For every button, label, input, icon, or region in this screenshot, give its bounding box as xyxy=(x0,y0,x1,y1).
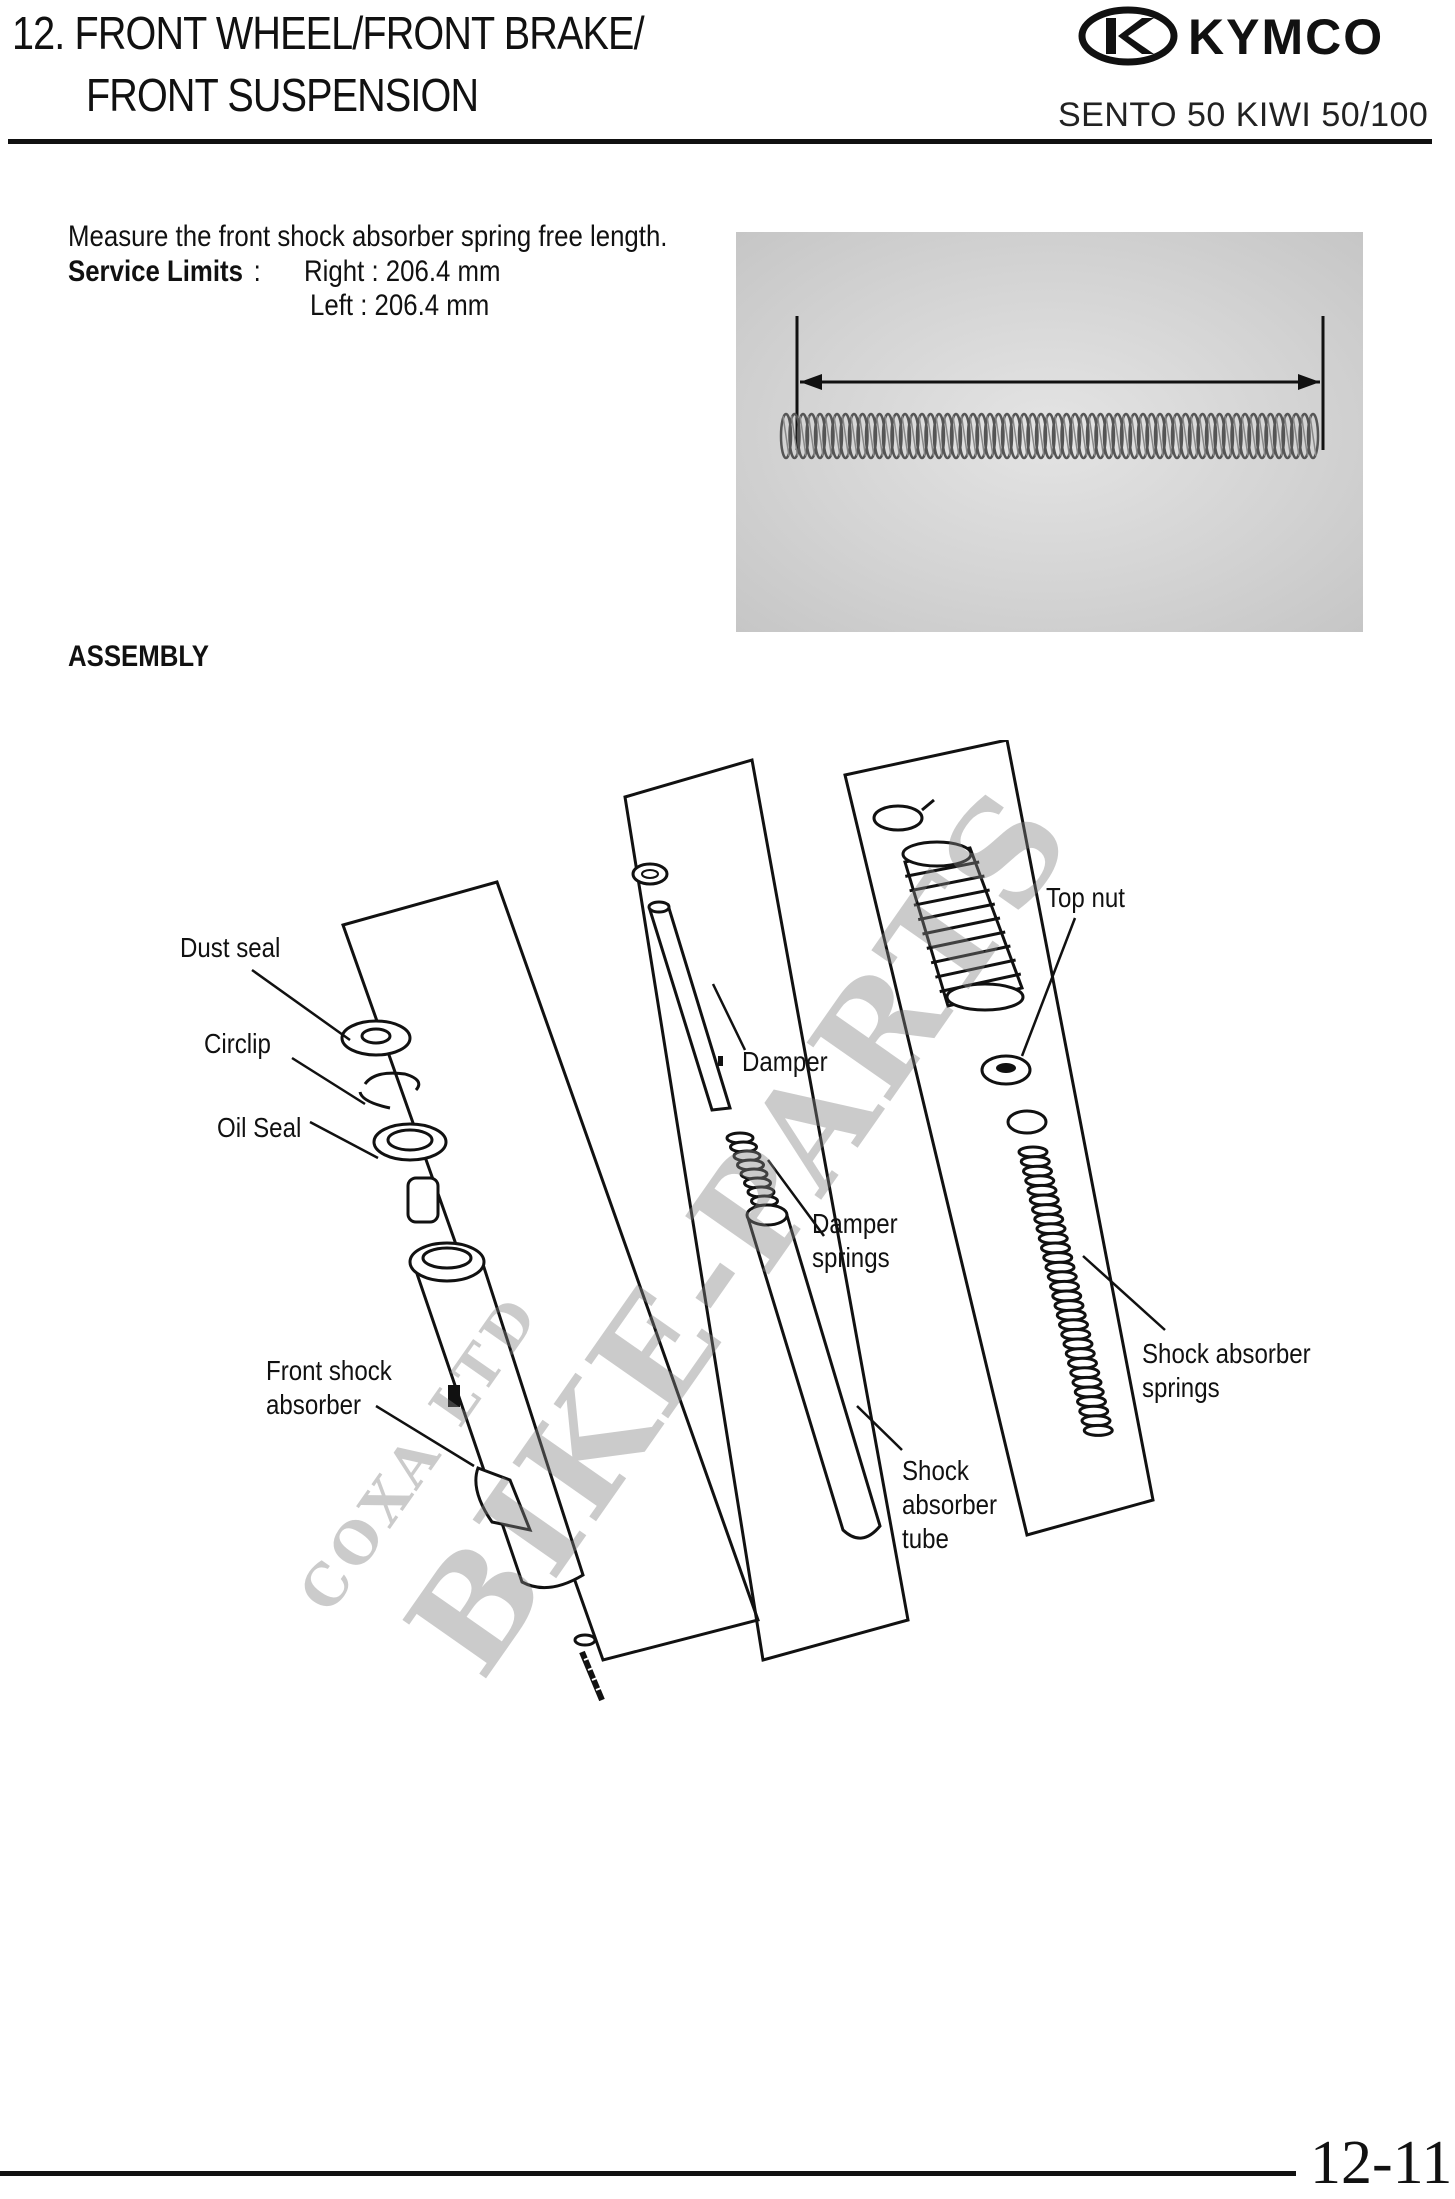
kymco-logo: KYMCO xyxy=(1078,6,1438,68)
right-limit-value: Right : 206.4 mm xyxy=(304,255,501,288)
dust-seal-part xyxy=(340,1019,412,1057)
front-shock-absorber-part xyxy=(408,1241,585,1590)
label-shock-absorber-tube-line3: tube xyxy=(902,1523,949,1554)
spring-free-length-photo xyxy=(736,232,1363,632)
brand-name: KYMCO xyxy=(1188,9,1385,65)
damper-top-ring-part xyxy=(631,862,669,886)
spring-washer-part xyxy=(1006,1109,1048,1135)
exploded-view xyxy=(251,740,1166,1702)
model-name: SENTO 50 KIWI 50/100 xyxy=(1058,96,1429,134)
leader-dust-seal xyxy=(251,968,351,1042)
spring-measure-instruction: Measure the front shock absorber spring … xyxy=(68,220,668,253)
circlip-part xyxy=(358,1071,421,1110)
drain-bolt-part xyxy=(573,1633,607,1702)
kymco-k-emblem-icon xyxy=(1078,6,1178,66)
label-damper-springs-line2: springs xyxy=(812,1242,890,1273)
label-top-nut: Top nut xyxy=(1046,882,1125,913)
spring-measurement-figure xyxy=(779,316,1325,460)
label-shock-absorber-tube-line1: Shock xyxy=(902,1455,969,1486)
label-damper: Damper xyxy=(742,1046,828,1077)
service-limits-row: Service Limits : Right : 206.4 mm xyxy=(68,255,500,289)
damper-springs-part xyxy=(725,1131,783,1217)
top-nut-part xyxy=(980,1054,1032,1086)
service-limits-colon: : xyxy=(253,255,261,288)
label-damper-springs-line1: Damper xyxy=(812,1208,898,1239)
oil-seal-part xyxy=(372,1122,448,1162)
label-shock-absorber-springs-line2: springs xyxy=(1142,1372,1220,1403)
fork-assembly-diagram xyxy=(0,740,1455,1720)
label-circlip: Circlip xyxy=(204,1028,271,1059)
shock-absorber-tube-part xyxy=(745,1203,882,1540)
dust-boot-part xyxy=(901,840,1025,1012)
chapter-title-line1: 12. FRONT WHEEL/FRONT BRAKE/ xyxy=(12,7,645,59)
slide-bushing-part xyxy=(406,1176,440,1224)
right-panel-outline xyxy=(843,740,1155,1537)
leader-shock-absorber-springs xyxy=(1082,1255,1166,1331)
assembly-heading: ASSEMBLY xyxy=(68,640,209,673)
label-front-shock-absorber-line2: absorber xyxy=(266,1389,362,1420)
chapter-title-line2: FRONT SUSPENSION xyxy=(86,69,479,121)
leader-top-nut xyxy=(1020,917,1077,1057)
leader-circlip xyxy=(291,1056,366,1106)
top-ring-clip-part xyxy=(872,798,935,832)
label-dust-seal: Dust seal xyxy=(180,932,281,963)
footer-rule xyxy=(0,2171,1296,2176)
damper-rod-part xyxy=(647,900,732,1112)
spring-coil xyxy=(779,412,1320,460)
label-shock-absorber-tube-line2: absorber xyxy=(902,1489,998,1520)
label-shock-absorber-springs-line1: Shock absorber xyxy=(1142,1338,1311,1369)
page-number: 12-11 xyxy=(1310,2129,1453,2197)
left-limit-value: Left : 206.4 mm xyxy=(310,289,490,322)
center-panel-outline xyxy=(623,758,910,1662)
header-rule xyxy=(8,139,1432,144)
leader-front-shock-absorber xyxy=(375,1404,475,1468)
leader-damper-springs xyxy=(766,1159,826,1237)
shock-absorber-springs-part xyxy=(1017,1145,1114,1437)
leader-damper xyxy=(711,983,747,1051)
service-limits-label: Service Limits xyxy=(68,255,243,288)
label-oil-seal: Oil Seal xyxy=(217,1112,302,1143)
leader-oil-seal xyxy=(309,1120,379,1160)
label-front-shock-absorber-line1: Front shock xyxy=(266,1355,392,1386)
leader-shock-absorber-tube xyxy=(856,1405,903,1451)
